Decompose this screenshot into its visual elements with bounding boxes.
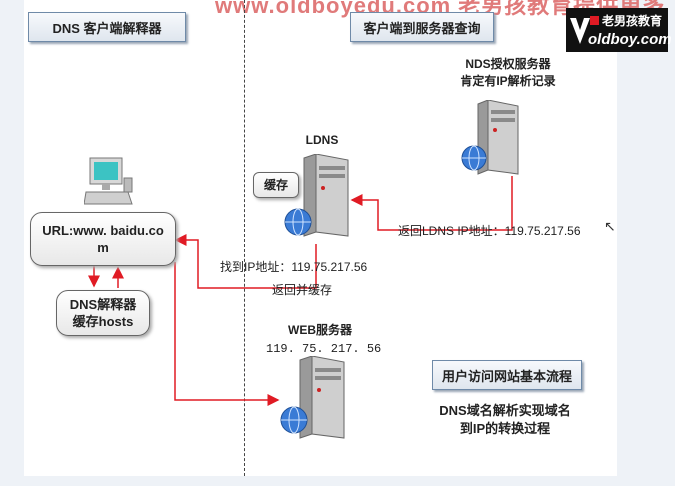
oldboy-logo: 老男孩教育 oldboy.com	[566, 8, 672, 52]
logo-bottom-text: oldboy.com	[588, 31, 672, 48]
header-access-flow: 用户访问网站基本流程	[432, 360, 582, 390]
web-server-ip: 119. 75. 217. 56	[266, 342, 382, 356]
ldns-label: LDNS	[305, 133, 339, 147]
caption-line1: DNS域名解析实现域名	[439, 403, 571, 418]
found-ip-text: 找到IP地址：119.75.217.56	[220, 260, 368, 274]
flow-caption: DNS域名解析实现域名 到IP的转换过程	[420, 402, 590, 438]
logo-top-text: 老男孩教育	[602, 14, 663, 28]
right-frame	[617, 0, 675, 486]
nds-server-icon	[461, 100, 519, 175]
section-divider	[244, 0, 245, 476]
url-box: URL:www. baidu.co m	[30, 212, 176, 266]
url-line2: m	[97, 240, 109, 255]
nds-label-line2: 肯定有IP解析记录	[460, 74, 556, 88]
resolver-line1: DNS解释器	[69, 297, 137, 312]
mouse-cursor-icon: ↖	[604, 218, 616, 234]
computer-icon	[84, 157, 133, 205]
header-dns-client: DNS 客户端解释器	[28, 12, 186, 42]
header-client-server-query: 客户端到服务器查询	[350, 12, 494, 42]
return-ldns-ip-text: 返回LDNS IP地址：119.75.217.56	[398, 224, 581, 238]
arrow-nds-to-ldns	[350, 176, 513, 231]
ldns-cache-box: 缓存	[253, 172, 299, 198]
bottom-frame	[0, 476, 675, 486]
caption-line2: 到IP的转换过程	[459, 421, 551, 436]
arrow-ldns-to-client	[174, 234, 317, 289]
return-cache-text: 返回并缓存	[272, 283, 333, 297]
resolver-line2: 缓存hosts	[72, 314, 134, 329]
ldns-server-icon	[284, 154, 349, 237]
nds-server-label: NDS授权服务器 肯定有IP解析记录	[436, 56, 580, 90]
watermark-banner: www.oldboyedu.com 老男孩教育提供更多	[215, 0, 666, 18]
left-frame	[0, 0, 24, 486]
dns-resolver-box: DNS解释器 缓存hosts	[56, 290, 150, 336]
web-server-icon	[280, 356, 345, 439]
logo-mark-icon	[570, 16, 599, 44]
url-line1: URL:www. baidu.co	[42, 223, 164, 238]
nds-label-line1: NDS授权服务器	[465, 57, 551, 71]
web-server-label: WEB服务器	[288, 323, 352, 337]
arrow-client-to-web	[174, 262, 280, 406]
